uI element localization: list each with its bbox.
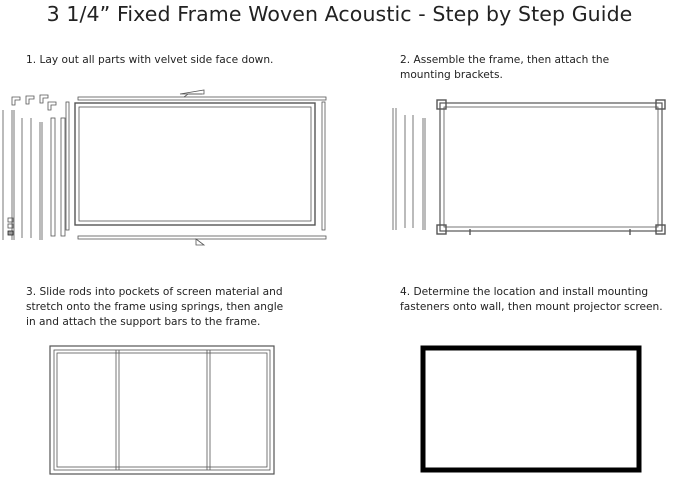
step-2-instruction: 2. Assemble the frame, then attach the m…: [400, 53, 609, 83]
right-frame-rail: [321, 101, 326, 231]
page-title: 3 1/4” Fixed Frame Woven Acoustic - Step…: [46, 2, 633, 26]
step-1-instruction: 1. Lay out all parts with velvet side fa…: [26, 53, 273, 68]
corner-brackets: [11, 94, 57, 111]
step-1-line-1: 1. Lay out all parts with velvet side fa…: [26, 54, 274, 66]
step-4-line-2: fasteners onto wall, then mount projecto…: [400, 301, 663, 313]
support-bars: [115, 350, 211, 470]
parts-layout-illustration: [2, 89, 327, 246]
step-4-line-1: 4. Determine the location and install mo…: [400, 286, 649, 298]
step-3-line-3: in and attach the support bars to the fr…: [26, 316, 261, 328]
mounted-screen-illustration: [420, 345, 642, 473]
step-3-line-1: 3. Slide rods into pockets of screen mat…: [26, 286, 283, 298]
mounting-brackets: [436, 99, 666, 235]
step-3-line-2: stretch onto the frame using springs, th…: [26, 301, 284, 313]
step-2-line-1: 2. Assemble the frame, then attach the: [400, 54, 610, 66]
left-frame-rail: [65, 101, 70, 231]
bottom-frame-rail: [77, 235, 327, 246]
step-2-line-2: mounting brackets.: [400, 69, 503, 81]
loose-support-bars: [392, 108, 426, 230]
mounted-screen-frame: [420, 345, 642, 473]
screen-material: [74, 102, 316, 226]
step-4-instruction: 4. Determine the location and install mo…: [400, 285, 663, 315]
top-frame-rail: [77, 89, 327, 101]
assembled-frame: [439, 102, 663, 232]
assembled-frame-illustration: [392, 99, 666, 235]
stretched-screen-illustration: [49, 345, 275, 475]
step-3-instruction: 3. Slide rods into pockets of screen mat…: [26, 285, 283, 330]
screen-frame: [49, 345, 275, 475]
hardware-pieces: [7, 217, 14, 236]
support-rods: [2, 110, 66, 240]
